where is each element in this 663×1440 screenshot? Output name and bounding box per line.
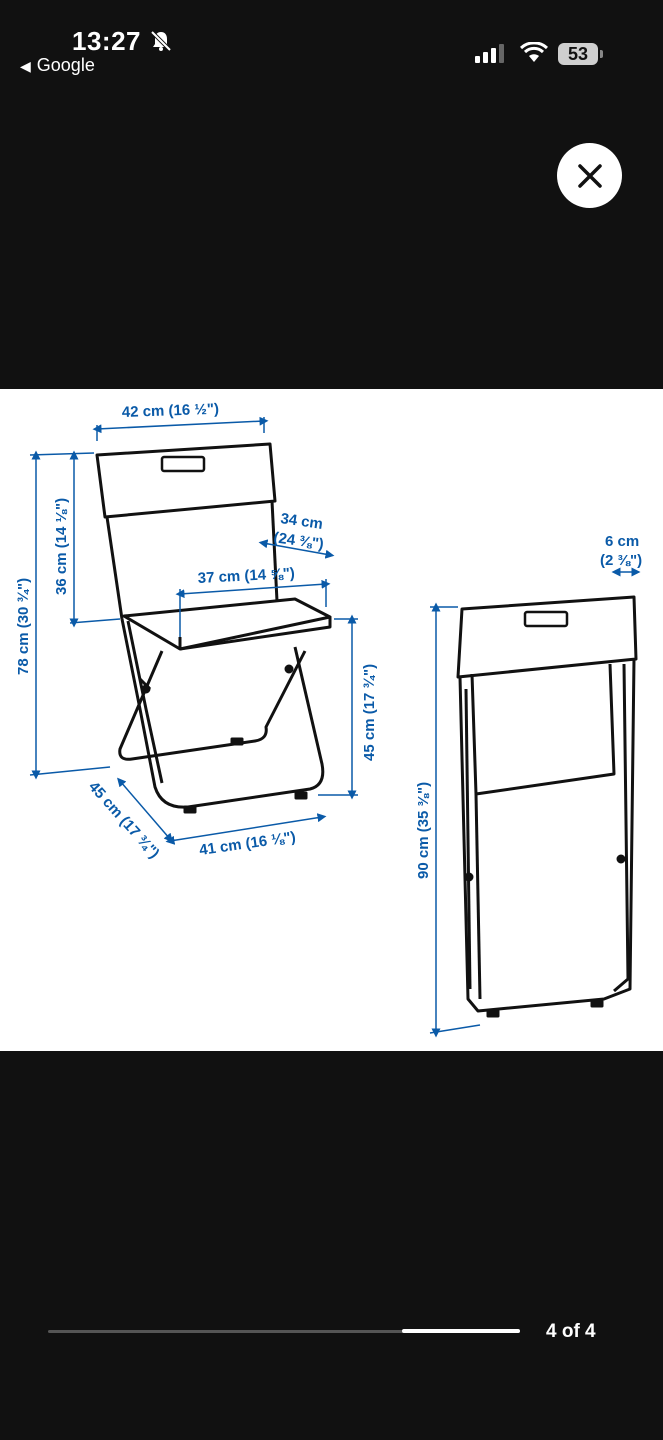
back-arrow-icon: ◀ xyxy=(20,58,31,74)
battery-icon: 53 xyxy=(558,43,598,65)
wifi-icon xyxy=(519,41,549,69)
dim-label-folded-depth-inch: (2 ⅜") xyxy=(600,552,642,569)
close-icon xyxy=(577,163,602,188)
dim-label-depth-inch: (24 ⅜") xyxy=(272,529,324,553)
dim-label-seat-width: 37 cm (14 ⅝") xyxy=(197,565,295,587)
folded-chair xyxy=(456,595,638,1018)
bell-muted-icon xyxy=(150,30,172,57)
dim-label-depth: 34 cm xyxy=(279,510,323,533)
clock: 13:27 xyxy=(72,26,141,56)
status-bar: 13:27 ◀ Google 53 xyxy=(0,0,663,90)
dim-label-seat-height: 45 cm (17 ¾") xyxy=(361,664,378,761)
dimension-lines xyxy=(29,416,641,1038)
dim-label-width: 42 cm (16 ½") xyxy=(122,401,220,421)
dim-label-base-width: 41 cm (16 ⅛") xyxy=(198,829,297,859)
gallery-progress-track[interactable] xyxy=(48,1330,520,1333)
product-image[interactable]: 42 cm (16 ½") 78 cm (30 ¾") 36 cm (14 ⅛"… xyxy=(0,389,663,1051)
open-chair xyxy=(95,442,332,814)
close-button[interactable] xyxy=(557,143,622,208)
battery-tip xyxy=(600,50,603,58)
gallery-progress-fill xyxy=(402,1329,520,1333)
cellular-signal-icon xyxy=(475,43,509,68)
page-counter: 4 of 4 xyxy=(546,1321,596,1342)
dim-label-folded-height: 90 cm (35 ⅜") xyxy=(415,782,432,879)
back-app-label: Google xyxy=(36,55,95,75)
dim-label-backrest: 36 cm (14 ⅛") xyxy=(53,498,70,595)
dim-label-base-depth: 45 cm (17 ¾") xyxy=(85,778,163,862)
dim-label-total-height: 78 cm (30 ¾") xyxy=(15,578,32,675)
dim-label-folded-depth: 6 cm xyxy=(605,533,639,550)
back-to-app-link[interactable]: ◀ Google xyxy=(20,55,95,76)
chair-dimension-drawing: 42 cm (16 ½") 78 cm (30 ¾") 36 cm (14 ⅛"… xyxy=(15,401,642,1038)
